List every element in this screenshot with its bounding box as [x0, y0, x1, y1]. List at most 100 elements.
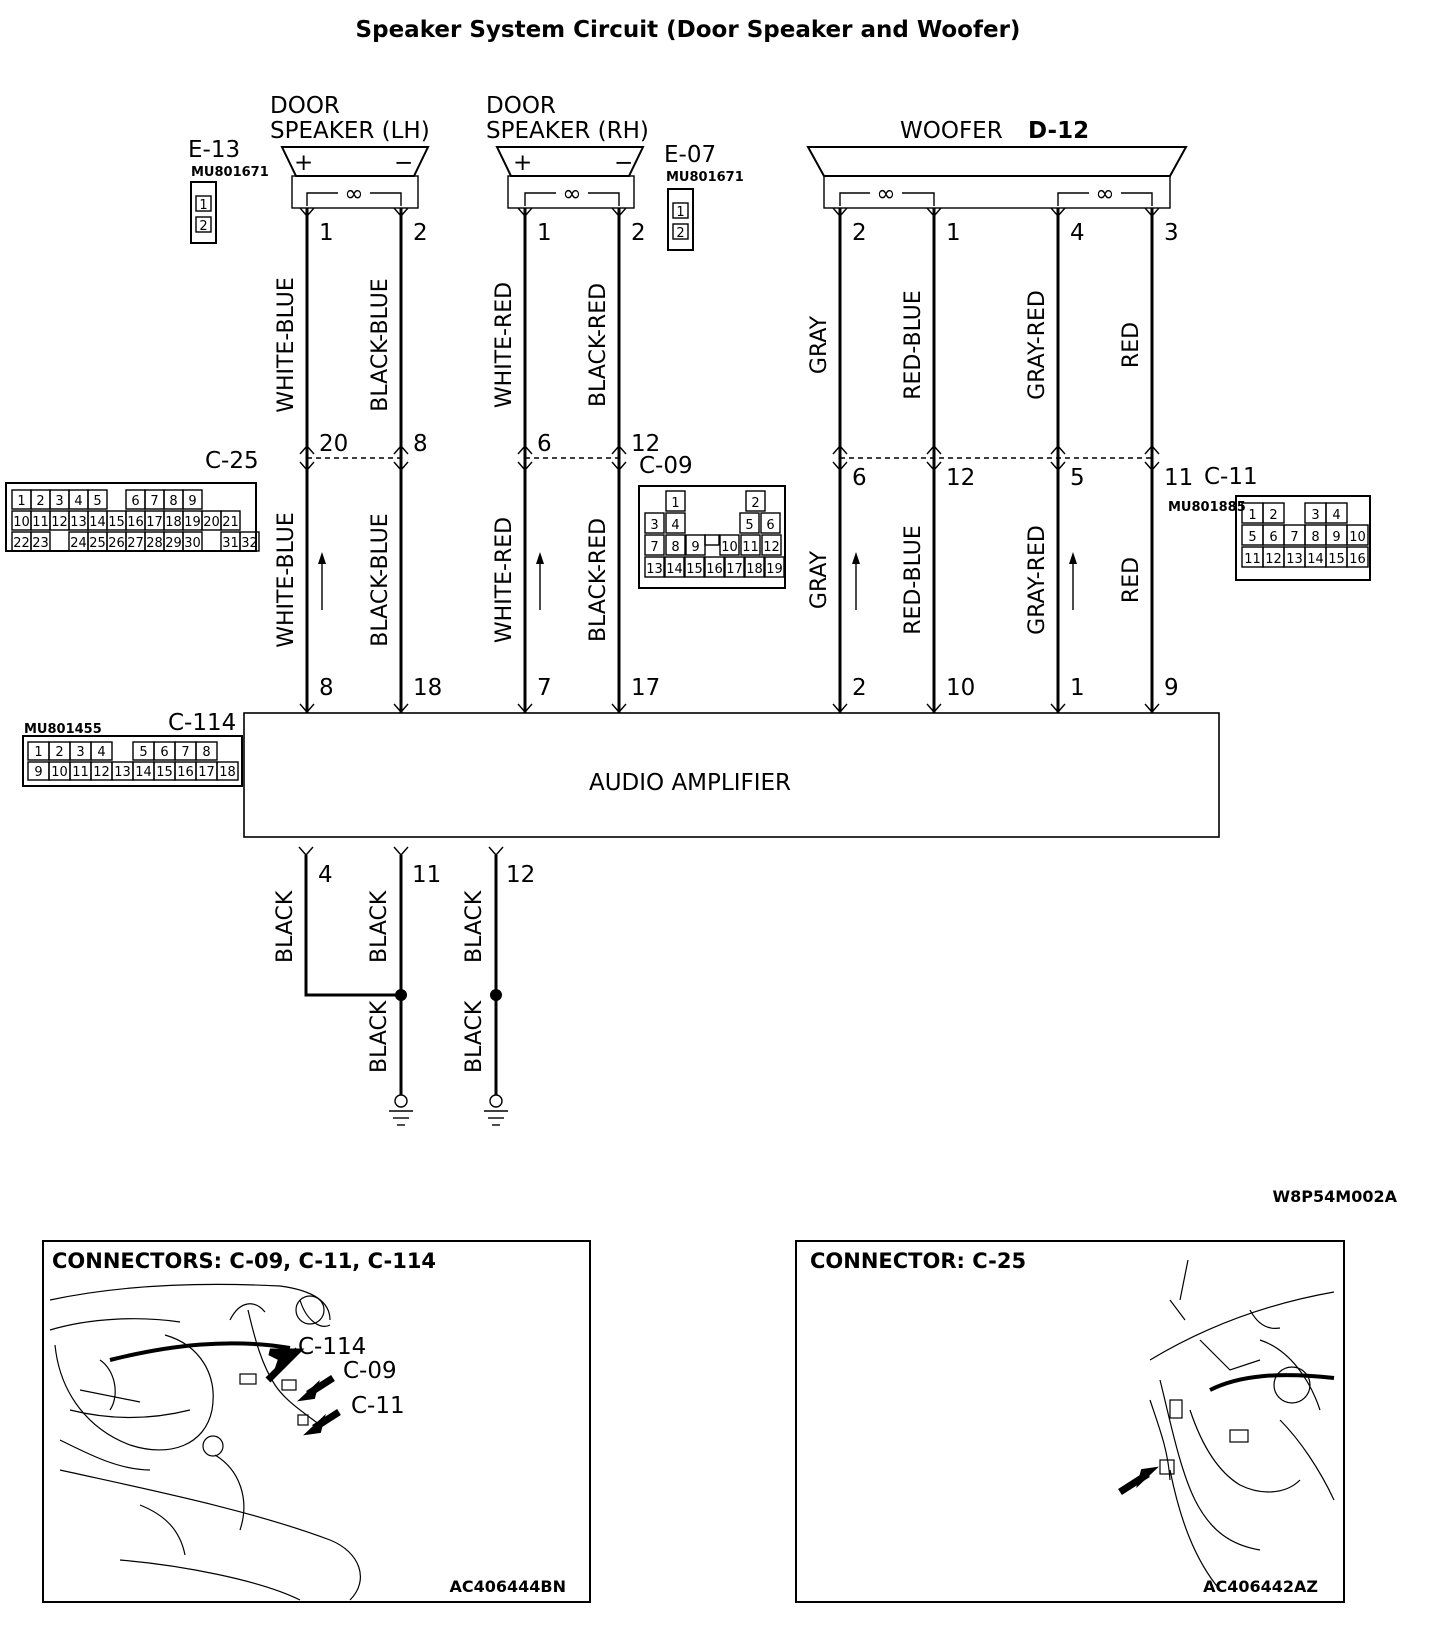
- callout-c114: C-114: [298, 1334, 366, 1360]
- connector-cell: 14: [132, 761, 155, 781]
- connector-cell: 31: [220, 531, 241, 552]
- callout-arrow-c114: [265, 1347, 305, 1383]
- connector-cell: 22: [11, 531, 32, 552]
- speaker-pin: 2: [852, 220, 867, 246]
- direction-arrow: [852, 552, 860, 610]
- ground-pin-12: 12: [506, 862, 535, 888]
- junction-marker: [926, 444, 942, 455]
- svg-text:31: 31: [222, 536, 239, 551]
- ground-splice-11: [395, 989, 407, 1001]
- svg-text:1: 1: [17, 494, 25, 509]
- connector-cell: 15: [1325, 546, 1348, 568]
- speaker-rh-coil-icon: ∞: [562, 181, 581, 207]
- wire-color-lower: GRAY-RED: [1025, 525, 1050, 635]
- connector-cell: 17: [144, 510, 165, 531]
- connector-cell: 8: [163, 489, 184, 510]
- connector-cell: 12: [49, 510, 70, 531]
- connector-cell: 10: [48, 761, 71, 781]
- svg-text:5: 5: [1248, 530, 1256, 545]
- amplifier-box: [243, 712, 1220, 838]
- wire-color-upper: GRAY: [807, 315, 832, 374]
- terminal-marker: [393, 207, 409, 218]
- door-speaker-lh: DOOR SPEAKER (LH) + − ∞: [270, 93, 430, 209]
- connector-cell: 4: [1325, 502, 1348, 524]
- svg-text:18: 18: [165, 515, 182, 530]
- svg-text:12: 12: [763, 540, 780, 555]
- junction-c09-name: C-09: [639, 453, 693, 479]
- svg-text:16: 16: [1349, 552, 1366, 567]
- junction-pin-bottom: 12: [946, 465, 975, 491]
- svg-text:2: 2: [1269, 508, 1277, 523]
- speaker-lh-minus: −: [394, 150, 413, 176]
- connector-c114-part: MU801455: [24, 722, 102, 737]
- connector-cell: 18: [216, 761, 239, 781]
- svg-text:7: 7: [1290, 530, 1298, 545]
- connector-cell: 8: [1304, 524, 1327, 546]
- svg-text:6: 6: [766, 518, 774, 533]
- junction-marker: [393, 461, 409, 472]
- svg-text:6: 6: [131, 494, 139, 509]
- connector-e13: E-13 MU801671 1 2: [188, 137, 269, 244]
- svg-text:3: 3: [1311, 508, 1319, 523]
- junction-marker: [611, 461, 627, 472]
- svg-text:7: 7: [650, 540, 658, 555]
- connector-cell: 24: [68, 531, 89, 552]
- svg-text:10: 10: [51, 765, 68, 780]
- svg-text:2: 2: [55, 745, 63, 760]
- terminal-marker: [1050, 703, 1066, 714]
- connector-cell: 2: [1262, 502, 1285, 524]
- ground-symbol-right: [484, 1094, 508, 1126]
- terminal-marker: [1144, 703, 1160, 714]
- ground-color-11-lower: BLACK: [367, 1000, 392, 1073]
- connector-cell: 9: [1325, 524, 1348, 546]
- connector-e07-shell: [667, 188, 694, 251]
- panel-left-frame: [42, 1240, 591, 1603]
- speaker-pin: 1: [946, 220, 961, 246]
- connector-e07-cell-1: [672, 202, 689, 219]
- speaker-rh-plus: +: [513, 150, 532, 176]
- connector-cell: 17: [195, 761, 218, 781]
- wire-color-lower: WHITE-BLUE: [274, 512, 299, 648]
- terminal-marker: [393, 703, 409, 714]
- svg-text:13: 13: [646, 562, 663, 577]
- svg-text:27: 27: [127, 536, 144, 551]
- svg-text:25: 25: [89, 536, 106, 551]
- connector-e07: E-07 MU801671 1 2: [664, 142, 744, 251]
- speaker-rh-label-line2: SPEAKER (RH): [486, 118, 649, 144]
- svg-text:18: 18: [746, 562, 763, 577]
- connector-e13-cell-2-label: 2: [199, 219, 207, 234]
- wire-color-upper: WHITE-RED: [492, 282, 517, 408]
- terminal-marker: [832, 207, 848, 218]
- connector-cell: 16: [125, 510, 146, 531]
- connector-e13-cell-1-label: 1: [199, 198, 207, 213]
- svg-text:30: 30: [184, 536, 201, 551]
- svg-text:13: 13: [1286, 552, 1303, 567]
- svg-text:15: 15: [686, 562, 703, 577]
- junction-marker: [1144, 461, 1160, 472]
- svg-text:23: 23: [32, 536, 49, 551]
- connector-e13-name: E-13: [188, 137, 240, 163]
- ground-pin-11: 11: [412, 862, 441, 888]
- connector-cell: 7: [174, 741, 197, 761]
- junction-pin-bottom: 5: [1070, 465, 1085, 491]
- connector-cell: 7: [1283, 524, 1306, 546]
- speaker-lh-coil-icon: ∞: [344, 181, 363, 207]
- svg-text:13: 13: [114, 765, 131, 780]
- connector-cell: 7: [644, 534, 665, 556]
- speaker-wires: 1208WHITE-BLUEWHITE-BLUE2818BLACK-BLUEBL…: [274, 207, 1193, 714]
- woofer: WOOFER D-12 ∞ ∞: [806, 118, 1188, 209]
- svg-text:15: 15: [108, 515, 125, 530]
- connector-e13-shell: [190, 181, 217, 244]
- direction-arrow: [536, 552, 544, 610]
- connector-cell: 12: [761, 534, 782, 556]
- terminal-marker: [299, 703, 315, 714]
- connector-location-panel-right: CONNECTOR: C-25 AC406442AZ: [795, 1240, 1345, 1603]
- svg-text:11: 11: [32, 515, 49, 530]
- svg-text:9: 9: [691, 540, 699, 555]
- ground-circuit: 4 11 12 BLACK BLACK BLACK BLACK BLACK: [273, 846, 535, 1126]
- junction-marker: [832, 461, 848, 472]
- connector-cell: 8: [195, 741, 218, 761]
- connector-cell: 9: [685, 534, 706, 556]
